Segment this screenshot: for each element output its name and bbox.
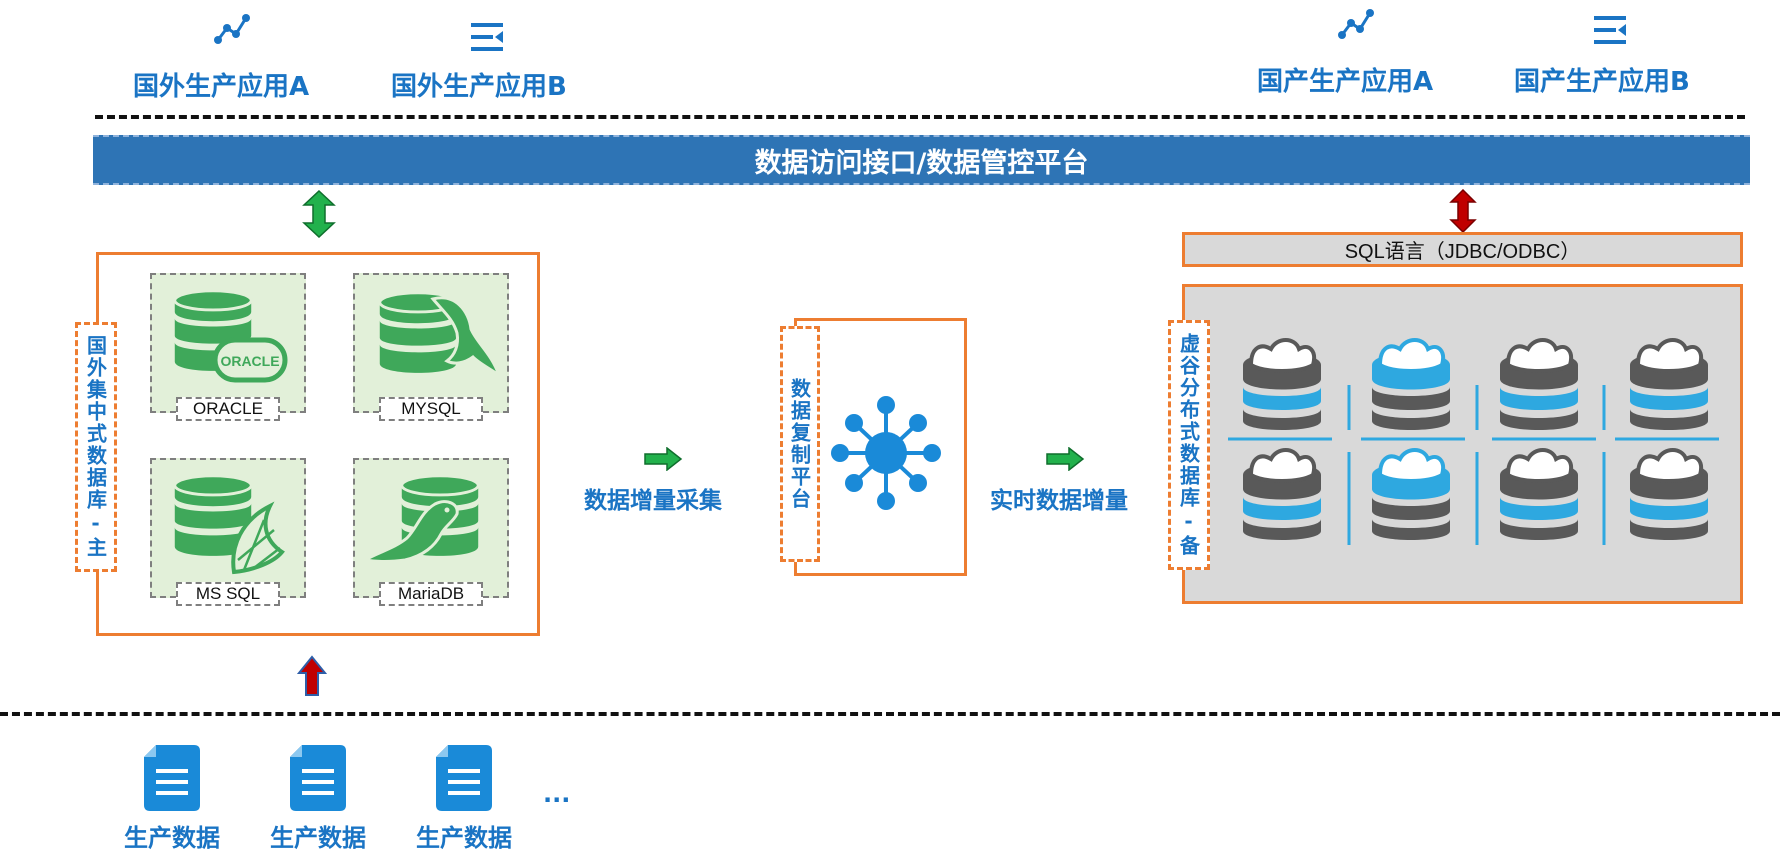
db-tile-oracle: ORACLE ORACLE: [150, 273, 306, 421]
line-chart-icon: [212, 10, 252, 50]
mysql-dolphin-logo: [430, 296, 502, 379]
app-label-domestic-a: 国产生产应用A: [1257, 67, 1434, 97]
db-tile-mariadb: MariaDB: [353, 458, 509, 606]
sql-interface-label: SQL语言（JDBC/ODBC）: [1344, 241, 1581, 263]
server-node-icon: [1628, 448, 1710, 542]
production-data-label: 生产数据: [124, 824, 220, 852]
menu-collapse-icon: [1590, 10, 1630, 50]
document-icon: [434, 743, 494, 813]
server-node-icon: [1628, 338, 1710, 432]
app-label-domestic-b: 国产生产应用B: [1514, 67, 1690, 97]
app-label-foreign-a: 国外生产应用A: [133, 72, 310, 102]
replication-platform-tab: 数据复制平台: [780, 326, 820, 562]
sql-interface-box: SQL语言（JDBC/ODBC）: [1182, 232, 1743, 267]
server-node-icon: [1498, 338, 1580, 432]
more-ellipsis: ...: [543, 780, 571, 808]
data-access-banner: 数据访问接口/数据管控平台: [93, 135, 1750, 185]
flow-label-realtime-incremental: 实时数据增量: [990, 488, 1128, 514]
foreign-db-tab-label: 国外集中式数据库-主: [83, 335, 108, 559]
server-node-icon: [1370, 338, 1452, 432]
db-name-mssql: MS SQL: [176, 582, 280, 606]
menu-collapse-icon: [467, 17, 507, 57]
document-icon: [288, 743, 348, 813]
db-name-oracle: ORACLE: [176, 397, 280, 421]
hub-network-icon: [831, 396, 941, 510]
db-name-mysql: MYSQL: [379, 397, 483, 421]
flow-arrow-green: [1045, 447, 1085, 471]
foreign-db-tab: 国外集中式数据库-主: [75, 322, 117, 572]
bidirectional-arrow-green: [302, 190, 336, 238]
domestic-db-group: [1182, 284, 1743, 604]
oracle-logo: ORACLE: [212, 337, 288, 383]
server-node-icon: [1498, 448, 1580, 542]
server-node-icon: [1241, 448, 1323, 542]
server-node-icon: [1370, 448, 1452, 542]
upload-arrow-red: [297, 655, 327, 696]
app-label-foreign-b: 国外生产应用B: [391, 72, 567, 102]
bidirectional-arrow-red: [1449, 189, 1477, 233]
distributed-node-grid: [1228, 338, 1719, 545]
flow-label-incremental-collect: 数据增量采集: [584, 488, 722, 514]
app-layer-divider: [95, 115, 1745, 119]
server-node-icon: [1241, 338, 1323, 432]
db-tile-mysql: MYSQL: [353, 273, 509, 421]
data-source-divider: [0, 712, 1780, 716]
svg-text:ORACLE: ORACLE: [220, 353, 279, 369]
production-data-label: 生产数据: [416, 824, 512, 852]
banner-title: 数据访问接口/数据管控平台: [754, 147, 1089, 179]
db-name-mariadb: MariaDB: [379, 582, 483, 606]
flow-arrow-green: [643, 447, 683, 471]
replication-platform-tab-label: 数据复制平台: [787, 378, 812, 510]
document-icon: [142, 743, 202, 813]
db-tile-mssql: MS SQL: [150, 458, 306, 606]
line-chart-icon: [1336, 5, 1376, 45]
mariadb-seal-logo: [361, 500, 459, 563]
domestic-db-tab: 虚谷分布式数据库-备: [1168, 320, 1210, 570]
domestic-db-tab-label: 虚谷分布式数据库-备: [1176, 333, 1201, 557]
sql-server-logo: [231, 501, 285, 575]
production-data-label: 生产数据: [270, 824, 366, 852]
